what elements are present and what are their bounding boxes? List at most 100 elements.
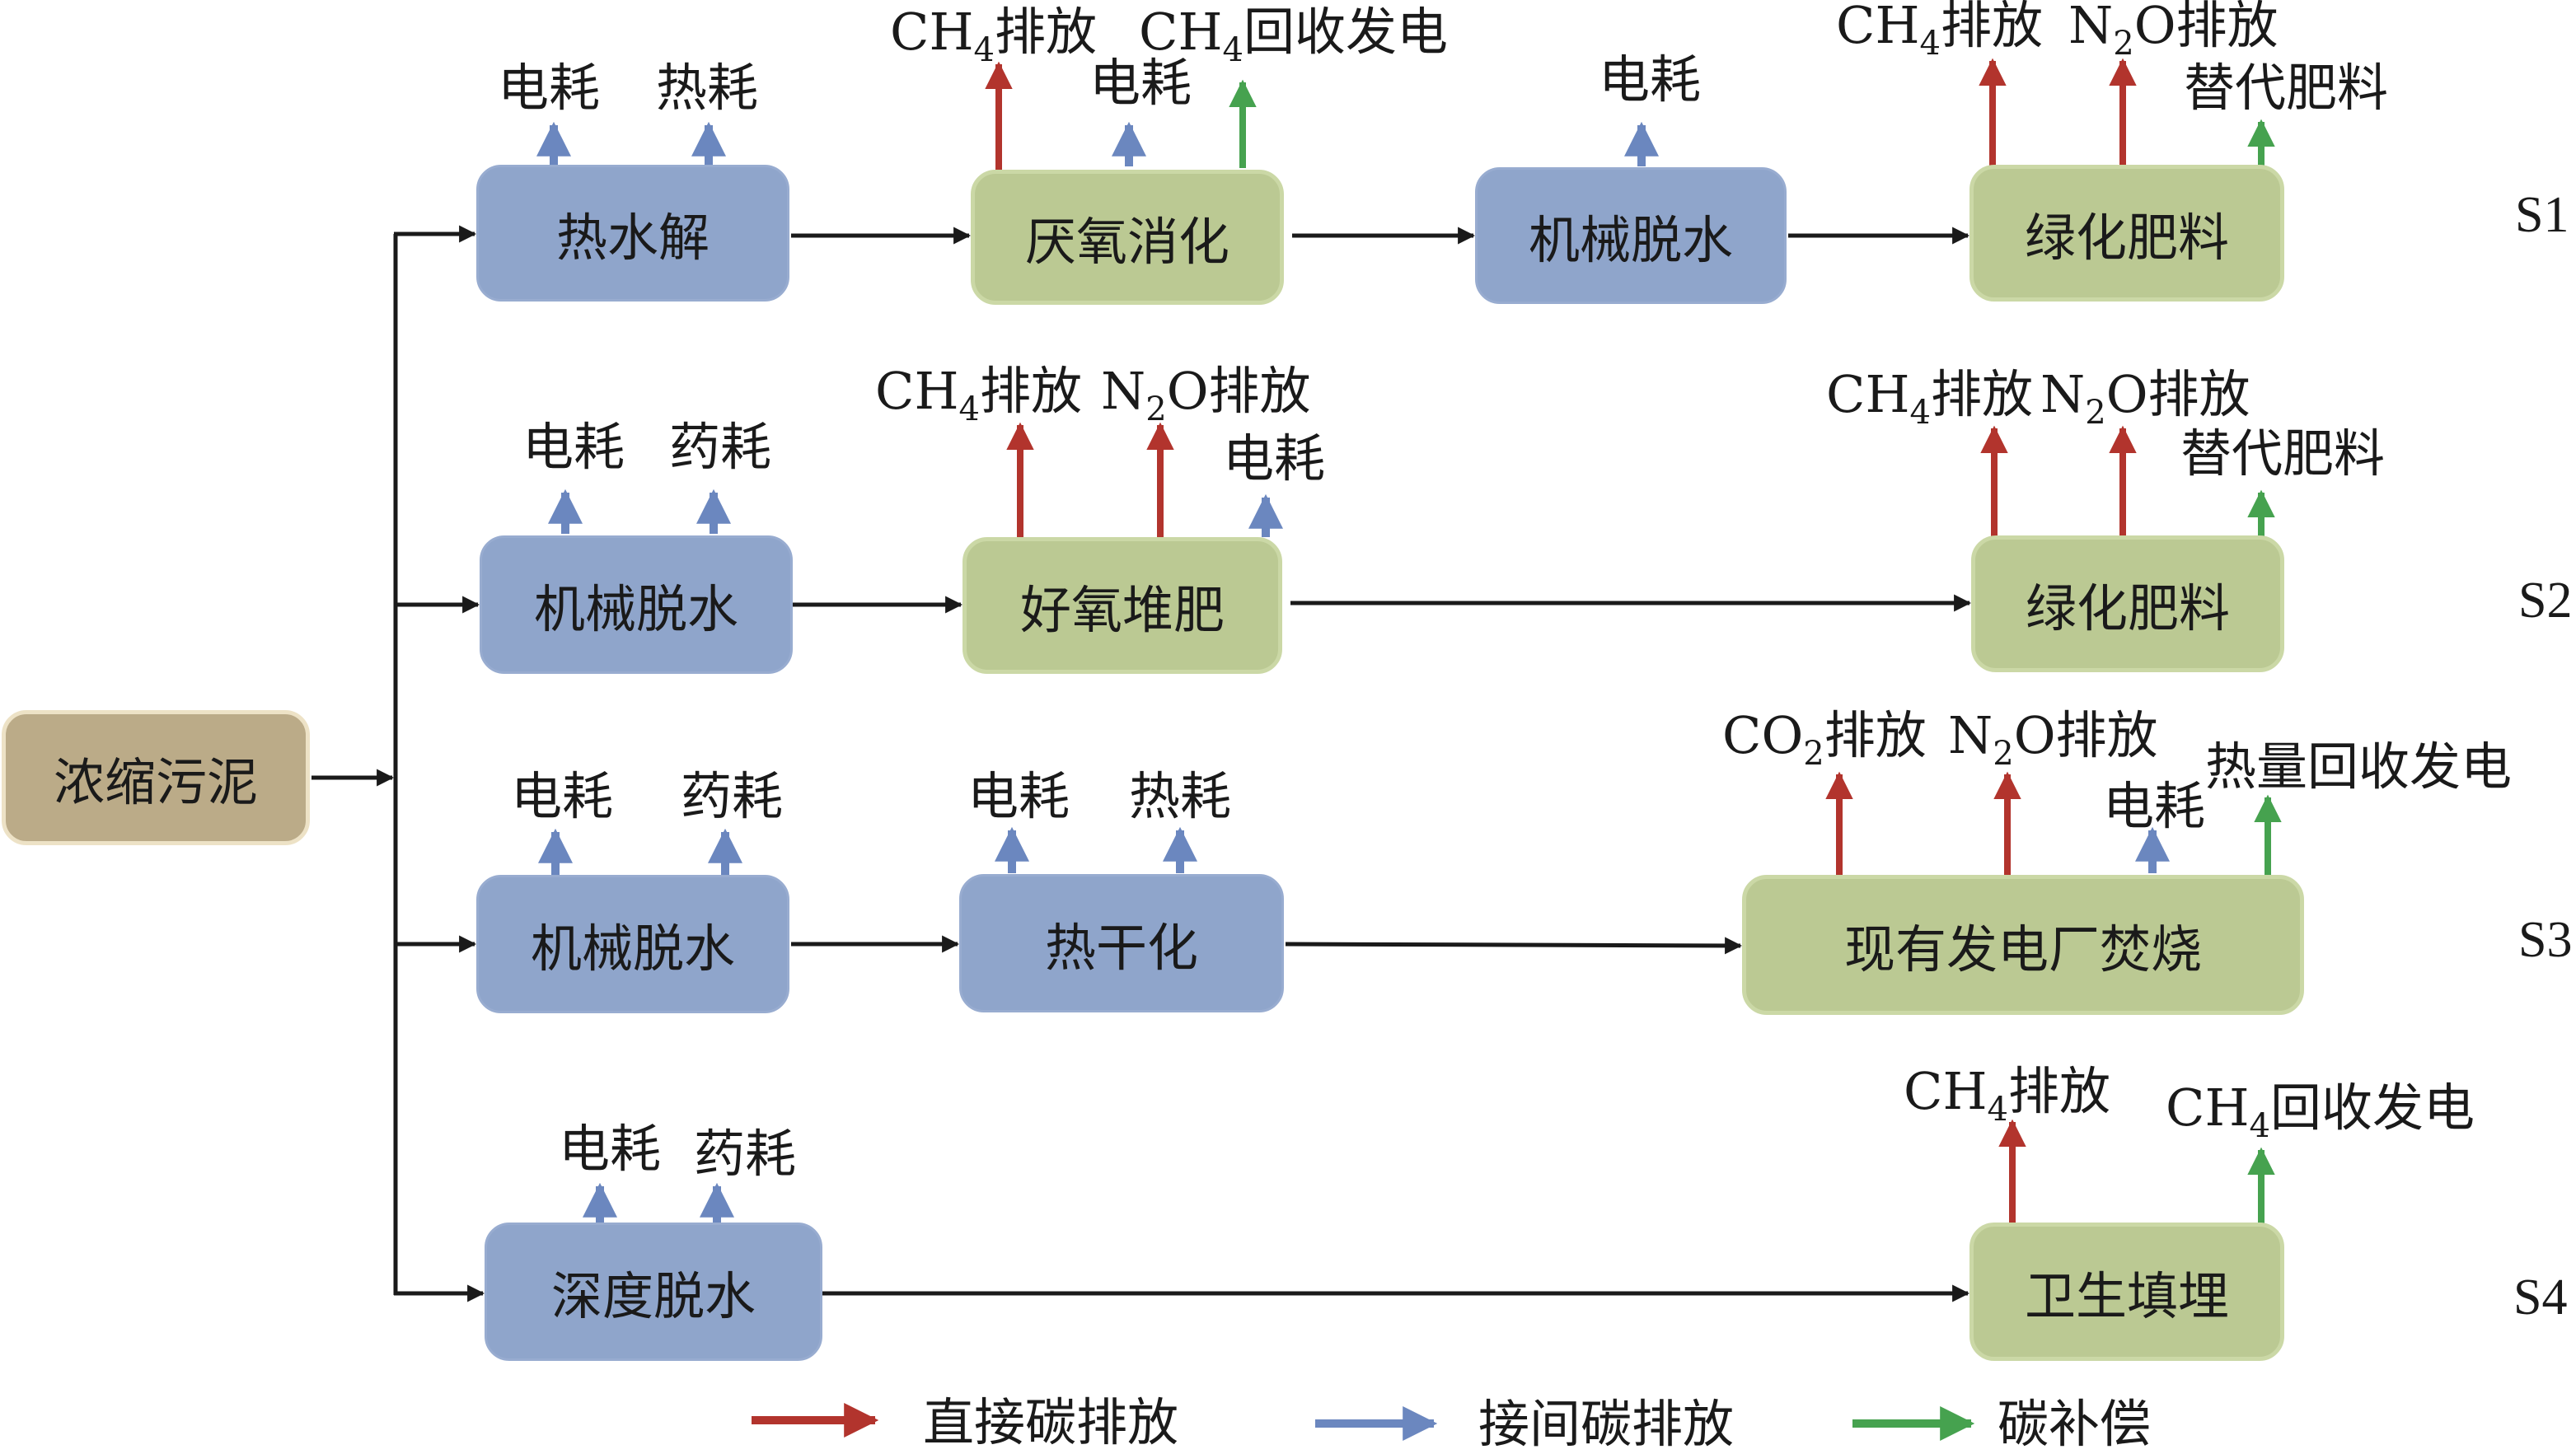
formula-subscript: 2 xyxy=(1803,735,1824,773)
formula-prefix: CH xyxy=(1836,0,1920,55)
formula-suffix: 排放 xyxy=(1940,0,2043,55)
s2-direct-output-label: CH4排放 xyxy=(1826,369,2033,430)
formula-prefix: CH xyxy=(1139,2,1223,62)
s3-indirect-output-label: 热耗 xyxy=(1129,766,1232,826)
formula-suffix: 回收发电 xyxy=(2269,1078,2475,1138)
formula-prefix: CH xyxy=(2166,1078,2250,1138)
formula-suffix: O排放 xyxy=(2133,0,2279,55)
formula-subscript: 4 xyxy=(958,390,980,428)
formula-subscript: 2 xyxy=(2085,394,2106,432)
formula-prefix: CH xyxy=(890,2,974,62)
s1-indirect-output-label: 电耗 xyxy=(498,58,601,118)
formula-subscript: 4 xyxy=(2249,1107,2270,1145)
source-node-label: 浓缩污泥 xyxy=(53,752,258,812)
step-label: 绿化肥料 xyxy=(2025,578,2230,638)
formula-subscript: 2 xyxy=(1145,390,1167,428)
formula-prefix: N xyxy=(2040,364,2086,424)
s4-direct-output-label: CH4排放 xyxy=(1904,1066,2110,1127)
s1-indirect-output-label: 电耗 xyxy=(1599,49,1702,110)
s4-offset-output-label: CH4回收发电 xyxy=(2166,1082,2475,1143)
step-label: 热水解 xyxy=(555,208,710,268)
formula-suffix: 排放 xyxy=(979,361,1082,421)
formula-suffix: O排放 xyxy=(1166,361,1311,421)
s2-step-aerobic-composting: 好氧堆肥 xyxy=(962,537,1282,674)
s1-indirect-output-label: 电耗 xyxy=(1089,53,1192,113)
s3-direct-output-label: CO2排放 xyxy=(1722,710,1927,771)
formula-prefix: N xyxy=(2068,0,2114,55)
s2-indirect-output-label: 药耗 xyxy=(669,417,772,477)
s1-step-mechanical-dewatering: 机械脱水 xyxy=(1475,167,1787,304)
flow-arrow-s3-2 xyxy=(1285,937,1743,955)
formula-subscript: 2 xyxy=(1993,735,2014,773)
s3-step-thermal-drying: 热干化 xyxy=(959,874,1284,1012)
s3-indirect-output-label: 电耗 xyxy=(511,766,614,826)
formula-subscript: 4 xyxy=(1919,25,1941,63)
s2-step-mechanical-dewatering: 机械脱水 xyxy=(480,535,793,674)
formula-subscript: 2 xyxy=(2113,25,2134,63)
formula-suffix: 排放 xyxy=(994,2,1097,62)
s2-offset-output-label: 替代肥料 xyxy=(2180,423,2386,484)
s4-step-deep-dewatering: 深度脱水 xyxy=(485,1223,822,1361)
formula-prefix: N xyxy=(1948,705,1993,765)
s3-offset-output-label: 热量回收发电 xyxy=(2205,736,2513,797)
formula-subscript: 4 xyxy=(1987,1091,2008,1129)
s2-direct-output-label: CH4排放 xyxy=(875,366,1082,427)
s3-indirect-output-label: 电耗 xyxy=(2103,776,2206,836)
formula-prefix: CH xyxy=(1826,364,1910,424)
s4-indirect-output-label: 电耗 xyxy=(559,1119,662,1179)
step-label: 现有发电厂焚烧 xyxy=(1843,919,2202,979)
formula-suffix: 回收发电 xyxy=(1243,2,1448,62)
s2-step-land-application: 绿化肥料 xyxy=(1971,535,2284,672)
s1-offset-output-label: CH4回收发电 xyxy=(1139,7,1448,68)
s1-offset-output-label: 替代肥料 xyxy=(2184,58,2389,118)
legend-label-offset: 碳补偿 xyxy=(1998,1394,2152,1454)
step-label: 好氧堆肥 xyxy=(1019,580,1225,640)
s3-indirect-output-label: 药耗 xyxy=(681,766,784,826)
step-label: 热干化 xyxy=(1044,918,1198,978)
scenario-tag-s3: S3 xyxy=(2518,912,2573,968)
step-label: 机械脱水 xyxy=(533,579,738,639)
formula-prefix: CH xyxy=(875,361,959,421)
formula-prefix: N xyxy=(1101,361,1146,421)
s4-indirect-output-label: 药耗 xyxy=(694,1124,797,1184)
s3-indirect-output-label: 电耗 xyxy=(967,766,1070,826)
s1-step-anaerobic-digestion: 厌氧消化 xyxy=(971,170,1284,305)
scenario-tag-s1: S1 xyxy=(2515,187,2569,243)
step-label: 厌氧消化 xyxy=(1024,212,1229,272)
formula-subscript: 4 xyxy=(973,31,995,69)
step-label: 卫生填埋 xyxy=(2024,1266,2229,1326)
formula-prefix: CO xyxy=(1722,705,1804,765)
s2-indirect-output-label: 电耗 xyxy=(522,417,625,477)
s2-direct-output-label: N2O排放 xyxy=(2040,369,2250,430)
formula-suffix: O排放 xyxy=(2013,705,2158,765)
formula-suffix: 排放 xyxy=(1824,705,1927,765)
legend-label-direct: 直接碳排放 xyxy=(923,1392,1179,1452)
s3-step-power-plant-incineration: 现有发电厂焚烧 xyxy=(1742,875,2304,1015)
scenario-tag-s2: S2 xyxy=(2518,573,2573,629)
s2-direct-output-label: N2O排放 xyxy=(1101,366,1311,427)
s4-step-sanitary-landfill: 卫生填埋 xyxy=(1969,1223,2284,1361)
s1-step-land-application: 绿化肥料 xyxy=(1969,165,2284,302)
s1-direct-output-label: CH4排放 xyxy=(1836,0,2043,60)
s1-indirect-output-label: 热耗 xyxy=(656,58,759,118)
scenario-tag-s4: S4 xyxy=(2513,1269,2568,1325)
formula-suffix: O排放 xyxy=(2105,364,2250,424)
s1-step-thermal-hydrolysis: 热水解 xyxy=(476,165,789,302)
s3-direct-output-label: N2O排放 xyxy=(1948,710,2158,771)
formula-subscript: 4 xyxy=(1909,394,1931,432)
step-label: 机械脱水 xyxy=(1528,210,1733,270)
step-label: 绿化肥料 xyxy=(2024,208,2229,268)
step-label: 机械脱水 xyxy=(530,919,735,979)
formula-subscript: 4 xyxy=(1222,31,1244,69)
s1-direct-output-label: N2O排放 xyxy=(2068,0,2279,60)
legend-label-indirect: 接间碳排放 xyxy=(1478,1394,1735,1454)
s2-indirect-output-label: 电耗 xyxy=(1223,428,1326,489)
step-label: 深度脱水 xyxy=(550,1266,756,1326)
s3-step-mechanical-dewatering: 机械脱水 xyxy=(476,875,789,1013)
source-node-concentrated-sludge: 浓缩污泥 xyxy=(2,710,310,845)
formula-suffix: 排放 xyxy=(1930,364,2033,424)
formula-suffix: 排放 xyxy=(2007,1061,2110,1121)
formula-prefix: CH xyxy=(1904,1061,1988,1121)
